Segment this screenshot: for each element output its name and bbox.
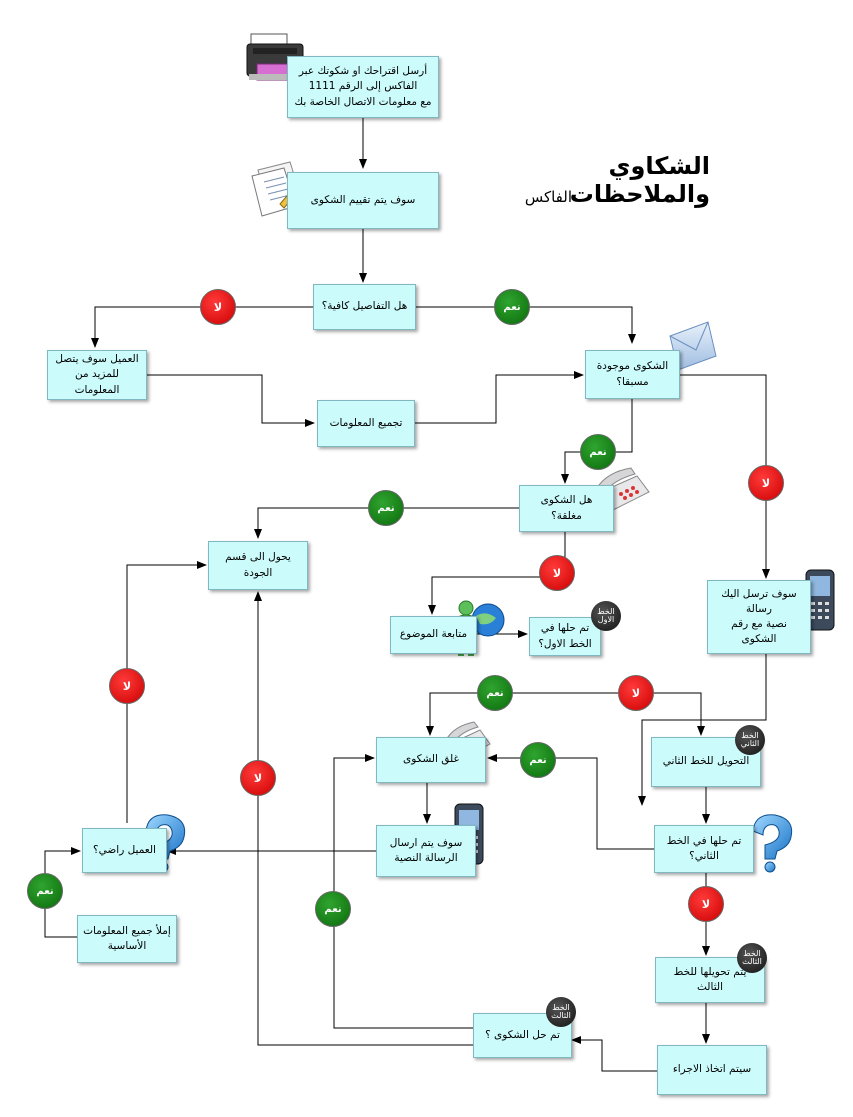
fill-info-box: إملأ جميع المعلومات الأساسية — [77, 915, 177, 963]
arrow-closed-yes — [254, 507, 519, 539]
yes-badge: نعم — [520, 742, 556, 778]
customer-contacted-box: العميل سوف يتصل للمزيد من المعلومات — [47, 350, 147, 400]
arrow-solved2-yes — [487, 754, 654, 850]
sms-number-text: سوف ترسل اليك رسالة نصية مع رقم الشكوى — [721, 587, 797, 646]
collect-info-text: تجميع المعلومات — [329, 416, 403, 429]
no-badge: لا — [688, 886, 724, 922]
evaluate-text: سوف يتم تقييم الشكوى — [310, 193, 416, 206]
customer-contacted-text: العميل سوف يتصل للمزيد من المعلومات — [55, 353, 139, 396]
third-line-badge: الخط الثالث — [737, 943, 767, 973]
follow-up-box: متابعة الموضوع — [390, 616, 477, 654]
previous-complaint-decision: الشكوى موجودة مسبقا؟ — [585, 350, 680, 399]
yes-badge: نعم — [315, 891, 351, 927]
yes-badge: نعم — [580, 434, 616, 470]
details-enough-text: هل التفاصيل كافية؟ — [321, 300, 408, 313]
transfer-third-text: يتم تحويلها للخط الثالث — [673, 965, 747, 993]
arrow-details-yes — [416, 306, 636, 344]
no-badge: لا — [539, 555, 575, 591]
arrow-solved3-no — [254, 591, 473, 1046]
connectors — [44, 118, 770, 1072]
satisfied-decision: العميل راضي؟ — [82, 828, 167, 873]
action-taken-text: سيتم اتخاذ الاجراء — [672, 1063, 752, 1076]
yes-badge: نعم — [477, 675, 513, 711]
arrow-satisfied-no — [126, 561, 207, 823]
close-complaint-text: غلق الشكوى — [403, 753, 459, 766]
arrow-solved-first-yes — [426, 692, 565, 736]
arrow-solved-first-no — [565, 692, 705, 736]
no-badge: لا — [109, 668, 145, 704]
previous-complaint-text: الشكوى موجودة مسبقا؟ — [596, 360, 669, 388]
send-fax-text: أرسل اقتراحك او شكوتك عبر الفاكس إلى الر… — [294, 65, 432, 108]
arrow-closed-no — [428, 532, 566, 615]
details-enough-decision: هل التفاصيل كافية؟ — [313, 284, 416, 330]
third-line-badge: الخط الثالث — [546, 997, 576, 1027]
arrow-solved3-yes — [333, 754, 473, 1029]
envelope-icon — [669, 321, 717, 371]
yes-badge: نعم — [368, 490, 404, 526]
first-line-badge: الخط الاول — [591, 601, 621, 631]
collect-info-box: تجميع المعلومات — [317, 400, 415, 447]
is-closed-decision: هل الشكوى مغلقة؟ — [519, 485, 614, 532]
follow-up-text: متابعة الموضوع — [399, 628, 468, 641]
is-closed-text: هل الشكوى مغلقة؟ — [540, 494, 593, 522]
arrow-contacted-to-collect — [147, 374, 315, 427]
no-badge: لا — [618, 675, 654, 711]
second-line-badge: الخط الثاني — [735, 725, 765, 755]
diagram-title: الشكاوي والملاحظات — [569, 152, 710, 208]
solved-second-text: تم حلها في الخط الثاني؟ — [666, 834, 742, 862]
solved-first-decision: تم حلها في الخط الاول؟ — [529, 617, 601, 656]
yes-badge: نعم — [27, 873, 63, 909]
action-taken-box: سيتم اتخاذ الاجراء — [657, 1045, 767, 1095]
transfer-second-text: التحويل للخط الثاني — [662, 755, 750, 768]
arrow-collect-to-previous — [415, 371, 584, 424]
yes-badge: نعم — [494, 289, 530, 325]
arrow-previous-no — [680, 374, 770, 579]
close-complaint-box: غلق الشكوى — [376, 737, 486, 783]
sms-sent-box: سوف يتم ارسال الرسالة النصية — [376, 825, 476, 877]
no-badge: لا — [200, 289, 236, 325]
solved-second-decision: تم حلها في الخط الثاني؟ — [654, 825, 754, 873]
diagram-subtitle: الفاكس — [524, 188, 572, 206]
question-mark-icon — [752, 814, 793, 873]
sms-number-box: سوف ترسل اليك رسالة نصية مع رقم الشكوى — [707, 580, 811, 654]
sms-sent-text: سوف يتم ارسال الرسالة النصية — [389, 836, 463, 864]
arrow-action-to-solved3 — [571, 1036, 657, 1072]
fill-info-text: إملأ جميع المعلومات الأساسية — [83, 924, 171, 952]
evaluate-box: سوف يتم تقييم الشكوى — [287, 172, 439, 229]
solved-first-text: تم حلها في الخط الاول؟ — [538, 622, 592, 650]
send-fax-box: أرسل اقتراحك او شكوتك عبر الفاكس إلى الر… — [287, 56, 439, 118]
satisfied-text: العميل راضي؟ — [93, 843, 156, 856]
no-badge: لا — [240, 760, 276, 796]
no-badge: لا — [748, 465, 784, 501]
quality-dept-text: يحول الى قسم الجودة — [225, 551, 291, 579]
solved-third-text: تم حل الشكوى ؟ — [485, 1028, 560, 1041]
arrow-details-no — [91, 306, 313, 348]
mobile-phone-icon — [805, 569, 835, 631]
arrow-sms-to-line — [638, 654, 767, 806]
quality-dept-box: يحول الى قسم الجودة — [208, 541, 308, 590]
